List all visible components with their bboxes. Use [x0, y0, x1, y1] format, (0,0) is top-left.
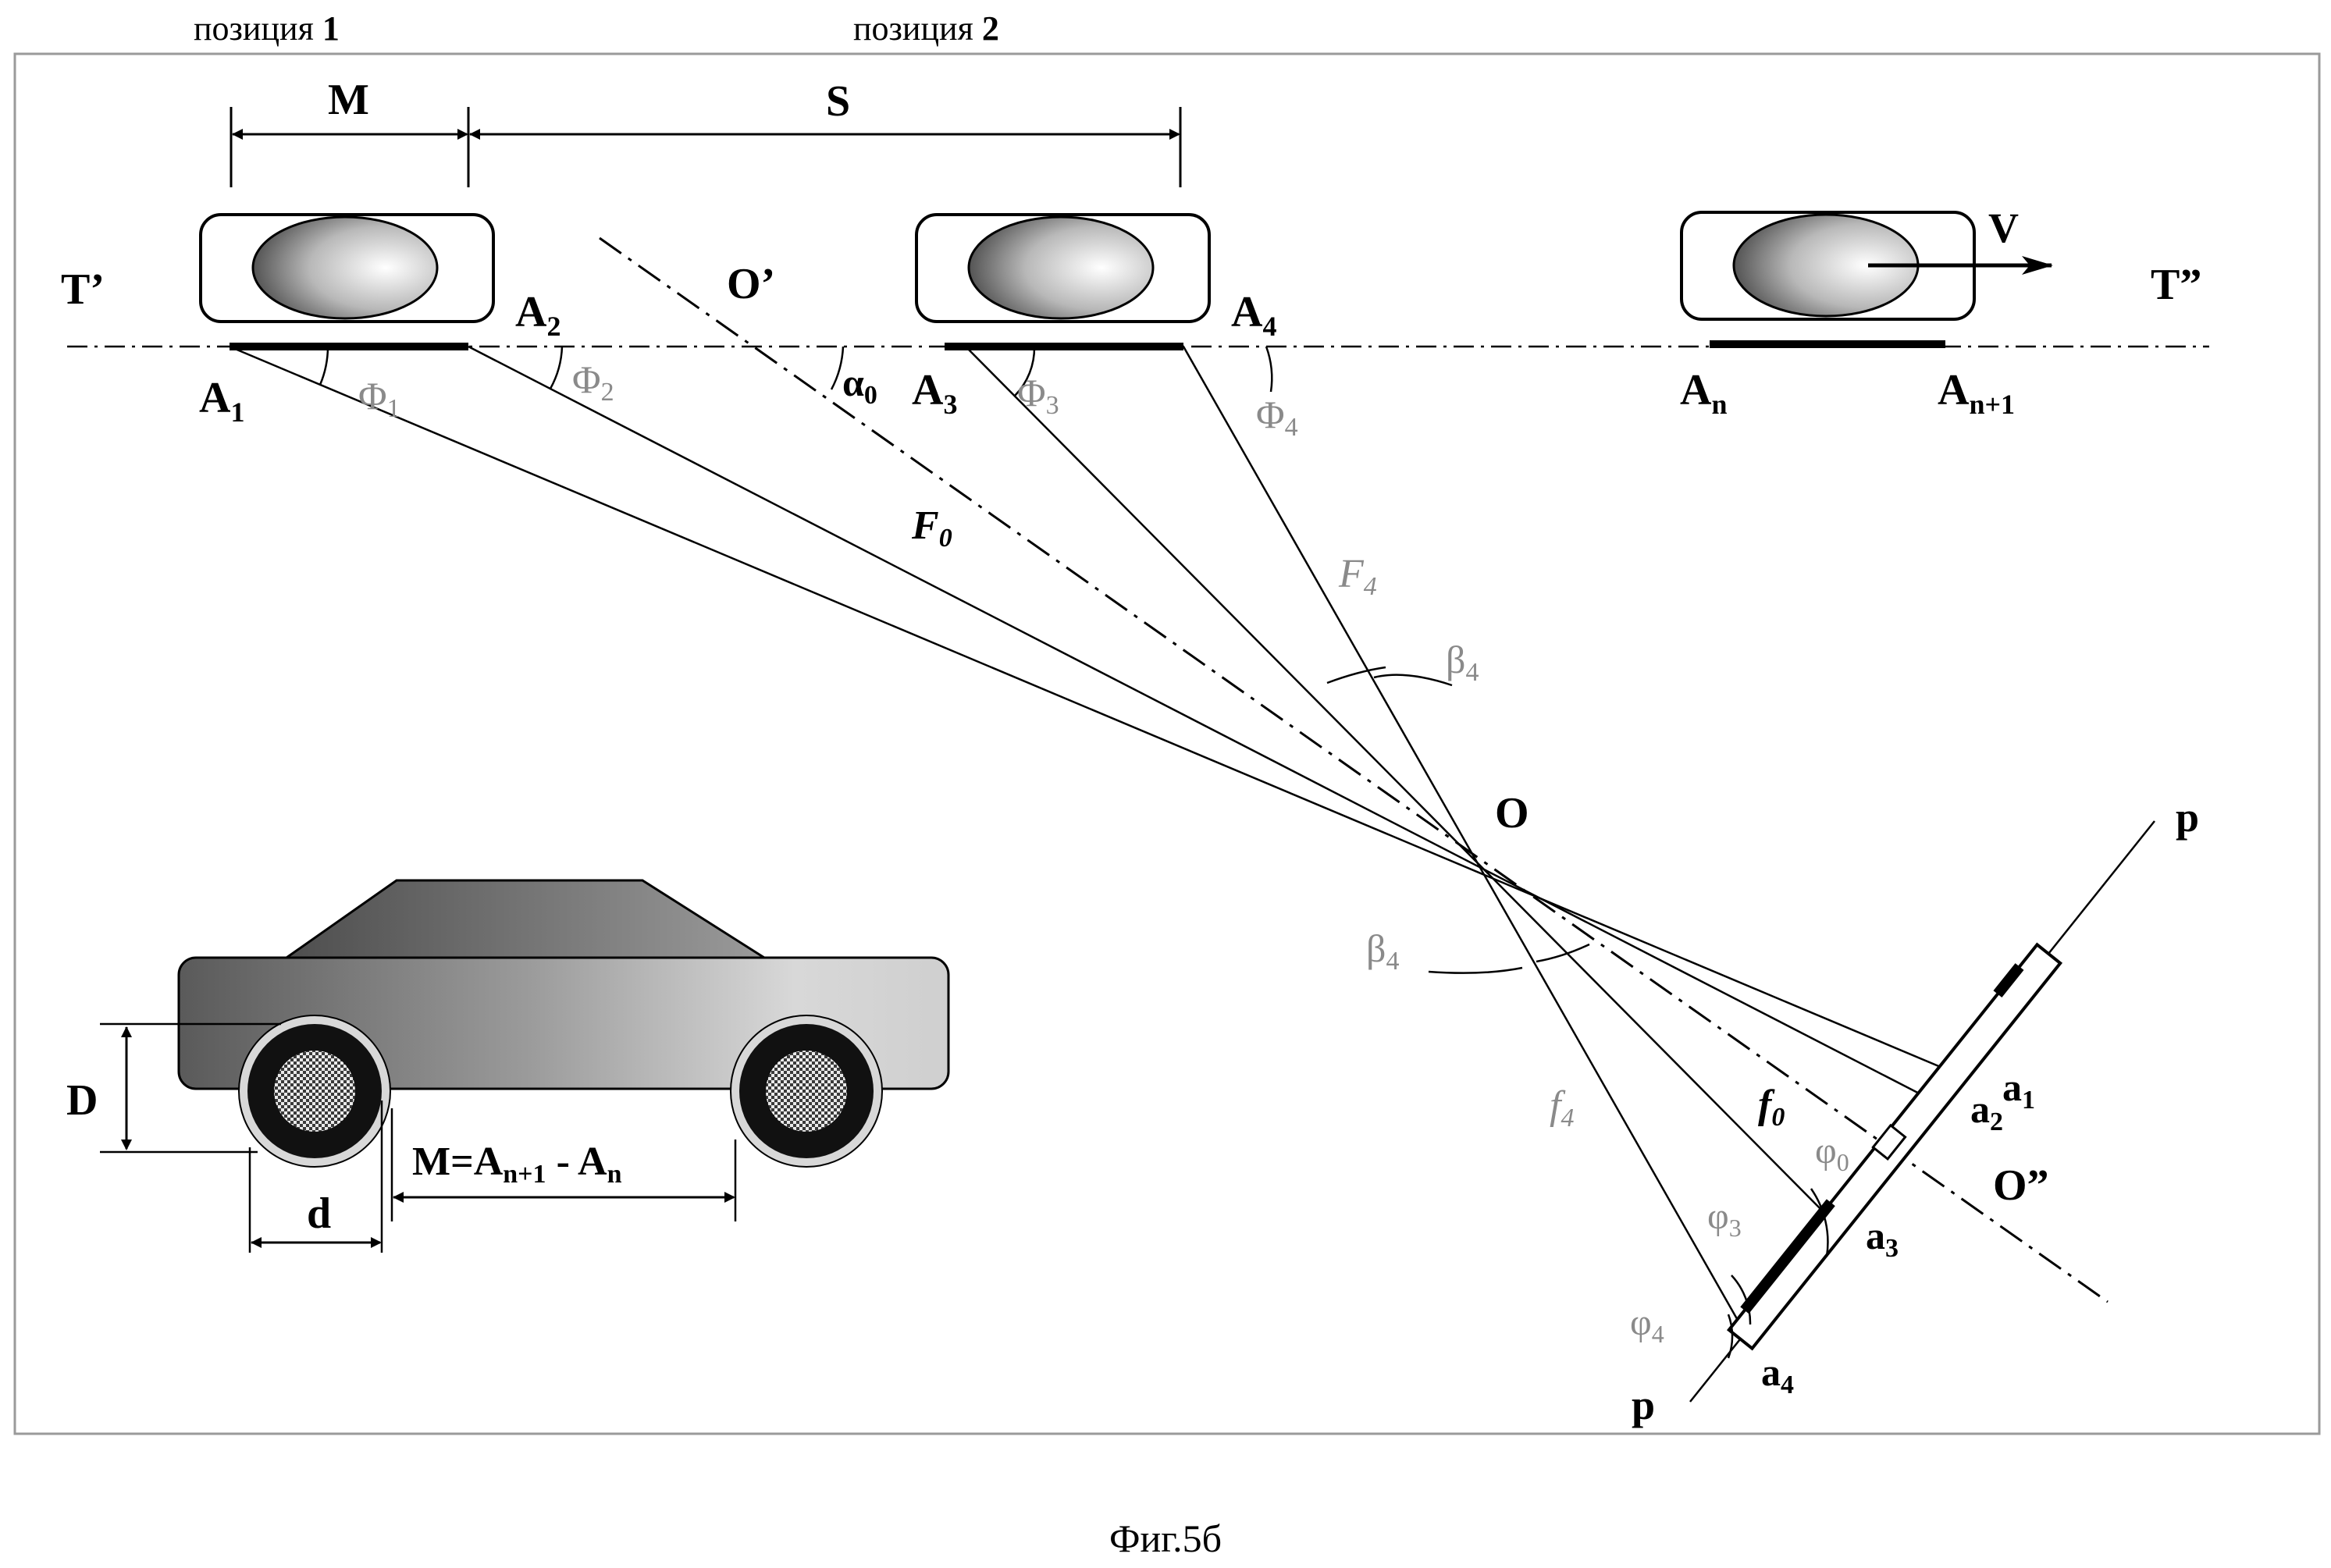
optical-axis	[599, 236, 2109, 1303]
label-d-diameter: D	[66, 1076, 98, 1125]
label-a2: A2	[515, 288, 561, 342]
beta-leaders	[1373, 674, 1523, 974]
dimension-wheelbase	[390, 1108, 737, 1221]
label-phi1: Φ1	[358, 374, 400, 423]
rays	[229, 345, 1952, 1329]
dimension-s: S	[469, 77, 1182, 187]
label-beta4-lower: β4	[1366, 926, 1399, 976]
label-an: An	[1680, 366, 1727, 420]
label-p-bottom: p	[1632, 1381, 1655, 1428]
label-t-double-prime: T”	[2151, 261, 2201, 309]
label-phi2: Φ2	[572, 357, 614, 407]
label-phi0-small: φ0	[1815, 1130, 1849, 1176]
dimension-d-width	[248, 1100, 383, 1253]
label-a3-small: a3	[1866, 1214, 1899, 1263]
label-phi3-small: φ3	[1707, 1196, 1742, 1242]
svg-text:M: M	[328, 76, 369, 124]
figure-caption: Фиг.5б	[1109, 1516, 1222, 1560]
label-a1-small: a1	[2002, 1065, 2035, 1115]
label-a2-small: a2	[1970, 1087, 2003, 1136]
label-a4-small: a4	[1761, 1350, 1794, 1399]
label-p-top: p	[2176, 794, 2199, 841]
label-d-width: d	[307, 1189, 331, 1238]
position-1-label: позиция 1	[194, 9, 340, 48]
label-an1: An+1	[1938, 366, 2015, 420]
label-a4: A4	[1231, 288, 1276, 342]
label-o-prime: O’	[727, 260, 775, 308]
label-o-double-prime: O”	[1993, 1161, 2049, 1210]
velocity-label: V	[1988, 204, 2019, 251]
label-a3: A3	[912, 366, 957, 420]
label-phi4: Φ4	[1256, 393, 1298, 442]
sensor	[1726, 942, 2063, 1351]
label-f4-small: f4	[1550, 1083, 1574, 1132]
svg-text:S: S	[826, 77, 850, 126]
label-o: O	[1495, 789, 1529, 837]
label-alpha0: α0	[842, 361, 877, 410]
label-f0: F0	[911, 503, 952, 553]
dimension-m: M	[230, 76, 470, 187]
label-phi4-small: φ4	[1630, 1302, 1664, 1348]
label-a1: A1	[199, 374, 244, 428]
dimension-d-diameter	[100, 1022, 281, 1154]
label-f0-small: f0	[1758, 1083, 1785, 1132]
label-phi3: Φ3	[1017, 371, 1059, 420]
angle-arcs	[319, 346, 1829, 1359]
wheel-top-2	[915, 213, 1211, 323]
label-beta4-upper: β4	[1446, 638, 1479, 687]
label-f4: F4	[1338, 552, 1377, 601]
frame	[13, 52, 2321, 1435]
position-2-label: позиция 2	[853, 9, 999, 48]
label-wheelbase-formula: M=An+1 - An	[412, 1140, 622, 1189]
wheel-top-1	[199, 213, 495, 323]
label-t-prime: T’	[61, 265, 105, 314]
car-side-view	[177, 879, 950, 1168]
